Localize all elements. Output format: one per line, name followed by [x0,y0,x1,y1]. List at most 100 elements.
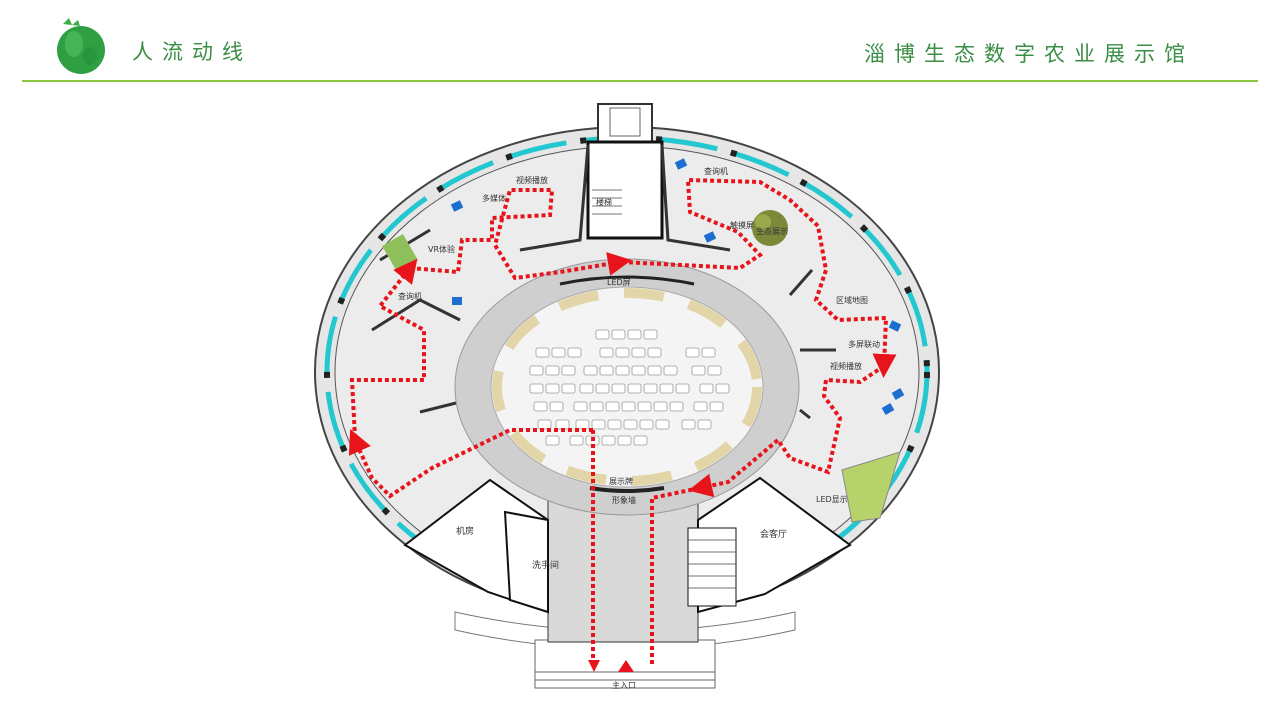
site-title: 淄博生态数字农业展示馆 [864,42,1194,66]
seat [579,383,594,394]
label-screen-right: LED显示 [816,495,848,504]
header-divider [22,80,1258,82]
seat [693,401,708,412]
seat [659,383,674,394]
label-main-entrance: 主入口 [612,680,636,690]
seat [623,419,638,430]
seat [643,329,658,340]
seat [637,401,652,412]
page-header: 人流动线 淄博生态数字农业展示馆 [0,0,1280,84]
label-multimedia: 多媒体 [482,193,506,203]
exit-arrow [588,660,600,672]
seat [643,383,658,394]
label-washroom: 洗手间 [532,559,559,571]
seat [653,401,668,412]
label-query: 查询机 [398,291,422,301]
seat [601,435,616,446]
seat [599,365,614,376]
seat [615,365,630,376]
wood-panels [492,288,762,486]
label-image-wall: 形象墙 [612,495,636,505]
label-screen-top: LED屏 [607,278,631,287]
label-video-broadcast: 视频播放 [830,361,862,371]
seat [599,347,614,358]
seat [709,401,724,412]
seat [561,365,576,376]
seat [607,419,622,430]
seat [545,365,560,376]
seat [529,365,544,376]
seat [685,347,700,358]
garden-planter [841,451,901,523]
label-touch-screen: 触摸屏 [730,220,754,230]
seat [611,383,626,394]
seat [627,329,642,340]
seat [675,383,690,394]
seat [611,329,626,340]
pomegranate-logo-icon [57,18,105,74]
label-interactive: 多屏联动 [848,339,880,349]
seat [669,401,684,412]
seat [605,401,620,412]
seat [697,419,712,430]
label-tree-display: 生态展示 [756,226,788,236]
seat [545,383,560,394]
seat [639,419,654,430]
label-sign-board: 展示牌 [609,476,633,486]
seat [583,365,598,376]
seat [647,365,662,376]
led-screen-top [559,275,695,286]
entry-arrow [618,660,634,672]
seat [561,383,576,394]
seat [591,419,606,430]
seat [631,347,646,358]
device-icons [450,158,905,415]
label-reception: 会客厅 [760,528,787,540]
seat [663,365,678,376]
seat [551,347,566,358]
seat [545,435,560,446]
seat [575,419,590,430]
seat [529,383,544,394]
seat [621,401,636,412]
seat [681,419,696,430]
label-video-play: 视频播放 [516,175,548,185]
seat [569,435,584,446]
label-vr: VR体验 [428,244,455,254]
visitor-route [348,177,897,664]
label-machine-room: 机房 [456,525,474,537]
seat [715,383,730,394]
seat [633,435,648,446]
label-stair: 楼梯 [596,197,612,207]
seating-grid [529,329,730,446]
sign-board [589,486,665,493]
seat [533,401,548,412]
seat [537,419,552,430]
seat [589,401,604,412]
seat [631,365,646,376]
seat [595,329,610,340]
staircase-north [592,189,622,215]
seat [595,383,610,394]
seat [647,347,662,358]
seat [615,347,630,358]
seat [567,347,582,358]
label-area-map: 区域地图 [836,295,868,305]
seat [573,401,588,412]
washroom [503,510,549,614]
seat [701,347,716,358]
seat [707,365,722,376]
seat [627,383,642,394]
seat [655,419,670,430]
label-query-machine: 查询机 [704,166,728,176]
seat [549,401,564,412]
staircase-south [687,527,737,607]
seat [617,435,632,446]
seat [555,419,570,430]
seat [699,383,714,394]
page-title: 人流动线 [132,40,252,64]
seat [535,347,550,358]
window-mullions [324,135,930,609]
seat [691,365,706,376]
